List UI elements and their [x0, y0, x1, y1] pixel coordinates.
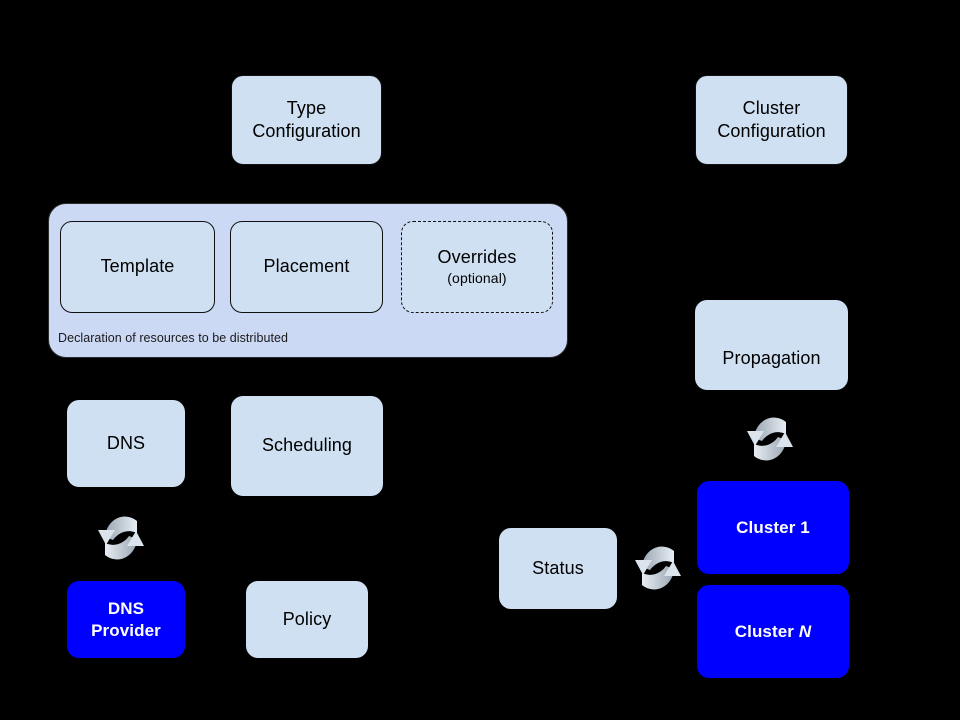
group-caption: Declaration of resources to be distribut…: [58, 331, 288, 345]
node-cluster-1-prefix: Cluster: [736, 517, 801, 537]
node-type-configuration-line1: Type: [286, 97, 327, 118]
node-cluster-n-prefix: Cluster: [734, 621, 799, 641]
node-status[interactable]: Status: [499, 528, 617, 609]
node-cluster-configuration[interactable]: Cluster Configuration: [695, 75, 848, 165]
node-policy-label: Policy: [282, 608, 332, 629]
node-cluster-n-suffix: N: [798, 621, 812, 641]
sync-cycle-icon-status: [635, 546, 681, 590]
node-scheduling[interactable]: Scheduling: [231, 396, 383, 496]
node-cluster-1-suffix: 1: [800, 517, 810, 537]
node-cluster-1-label: Cluster 1: [736, 517, 810, 539]
node-placement-label: Placement: [263, 256, 350, 277]
node-cluster-configuration-label: Cluster Configuration: [717, 97, 825, 143]
node-type-configuration-line2: Configuration: [252, 121, 361, 141]
node-scheduling-label: Scheduling: [261, 435, 353, 456]
node-dns-provider-label: DNS Provider: [91, 598, 161, 642]
sync-cycle-icon-dns: [98, 516, 144, 560]
node-dns-label: DNS: [106, 432, 146, 453]
node-dns-provider[interactable]: DNS Provider: [67, 581, 185, 658]
node-overrides[interactable]: Overrides (optional): [401, 221, 553, 313]
node-cluster-configuration-line1: Cluster: [742, 97, 801, 118]
node-template[interactable]: Template: [60, 221, 215, 313]
node-policy[interactable]: Policy: [246, 581, 368, 658]
node-dns-provider-line1: DNS: [107, 598, 145, 618]
node-type-configuration-label: Type Configuration: [252, 97, 360, 143]
node-overrides-sublabel: (optional): [447, 270, 507, 287]
node-status-label: Status: [532, 557, 584, 578]
node-template-label: Template: [100, 256, 175, 277]
node-cluster-n-label: Cluster N: [735, 621, 811, 643]
sync-cycle-icon-propagation: [747, 417, 793, 461]
node-propagation-label: Propagation: [722, 347, 821, 368]
node-overrides-label: Overrides (optional): [438, 246, 517, 287]
node-dns[interactable]: DNS: [67, 400, 185, 487]
node-propagation[interactable]: Propagation: [695, 300, 848, 390]
node-cluster-configuration-line2: Configuration: [717, 121, 826, 141]
node-overrides-title: Overrides: [437, 247, 517, 268]
node-dns-provider-line2: Provider: [91, 620, 161, 640]
node-cluster-n[interactable]: Cluster N: [697, 585, 849, 678]
node-cluster-1[interactable]: Cluster 1: [697, 481, 849, 574]
node-placement[interactable]: Placement: [230, 221, 383, 313]
node-type-configuration[interactable]: Type Configuration: [231, 75, 382, 165]
